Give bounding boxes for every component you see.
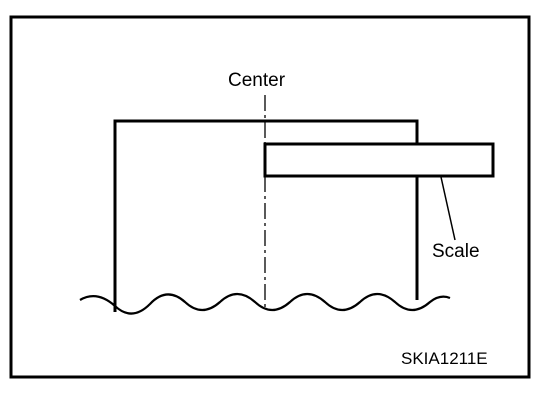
scale-label: Scale (432, 241, 480, 262)
break-line (79, 292, 451, 315)
scale-leader-line (440, 176, 456, 241)
outer-frame (9, 15, 531, 379)
figure-code-label: SKIA1211E (401, 349, 488, 368)
part-outline (113, 119, 419, 312)
scale-bar (263, 142, 495, 178)
center-label: Center (228, 70, 286, 91)
